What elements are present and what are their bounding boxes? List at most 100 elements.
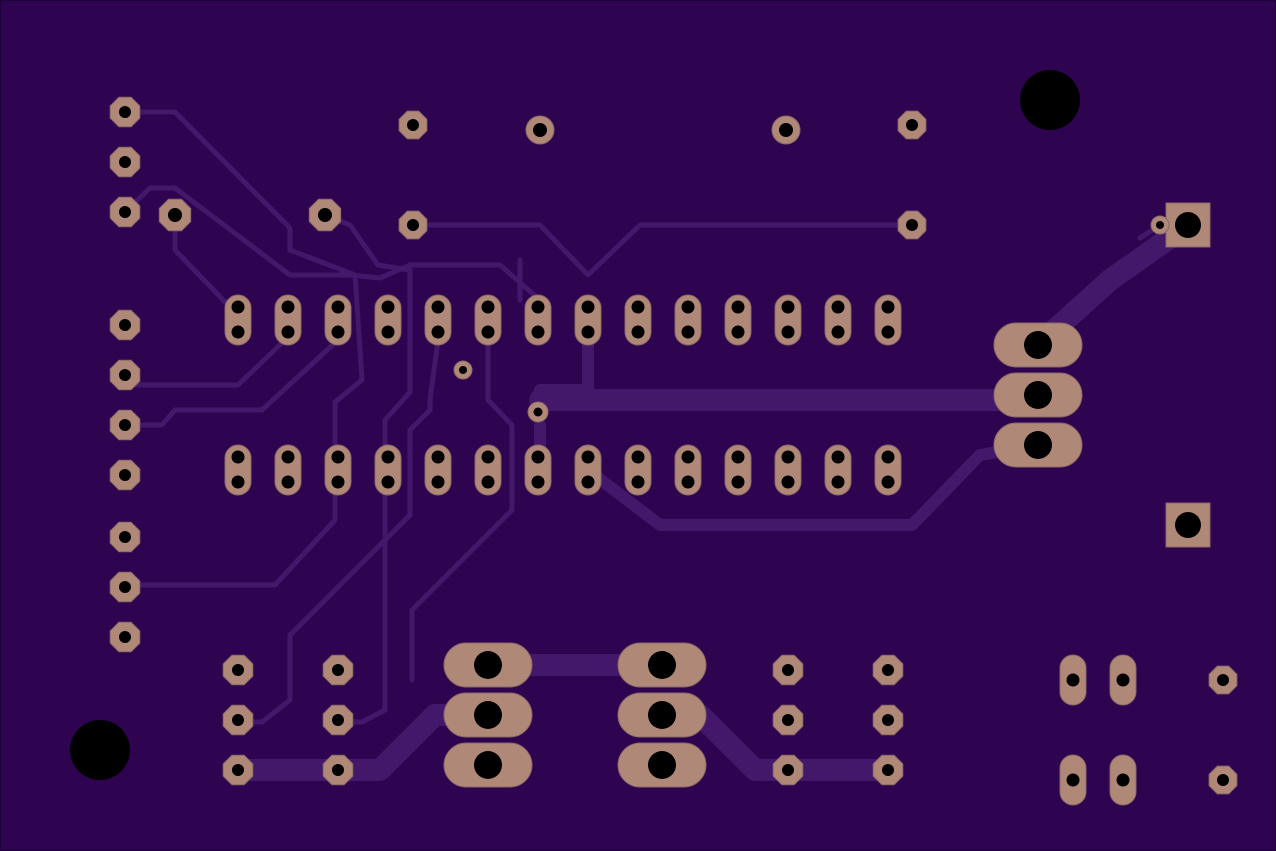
- drill-hole: [1024, 331, 1052, 359]
- drill-hole: [631, 325, 645, 339]
- drill-hole: [831, 450, 845, 464]
- drill-hole: [906, 219, 918, 231]
- copper-trace: [409, 222, 915, 278]
- drill-hole: [906, 119, 918, 131]
- ic-pin: [574, 444, 602, 496]
- pad-copper: [424, 294, 452, 346]
- pad-copper: [774, 444, 802, 496]
- component-pin: [772, 654, 804, 686]
- terminal-pin: [443, 692, 533, 738]
- drill-hole: [648, 701, 676, 729]
- drill-hole: [431, 475, 445, 489]
- drill-hole: [779, 123, 793, 137]
- drill-hole: [318, 208, 332, 222]
- drill-hole: [631, 475, 645, 489]
- drill-hole: [431, 325, 445, 339]
- ic-pin: [224, 294, 252, 346]
- ic-pin: [424, 294, 452, 346]
- component-pin: [308, 198, 342, 232]
- copper-trace: [122, 109, 365, 588]
- pad-copper: [674, 294, 702, 346]
- drill-hole: [533, 123, 547, 137]
- drill-hole: [474, 701, 502, 729]
- regulator-pin: [993, 422, 1083, 468]
- drill-hole: [731, 300, 745, 314]
- ic-pin: [474, 294, 502, 346]
- drill-hole: [381, 475, 395, 489]
- component-pin: [525, 115, 555, 145]
- terminal-pin: [617, 692, 707, 738]
- ic-pin: [774, 294, 802, 346]
- ic-pin: [674, 444, 702, 496]
- switch-pin: [1109, 754, 1137, 806]
- component-pin: [398, 210, 428, 240]
- drill-hole: [881, 450, 895, 464]
- ic-pin: [624, 444, 652, 496]
- drill-hole: [1175, 212, 1201, 238]
- component-pin: [1208, 765, 1238, 795]
- component-pin: [872, 654, 904, 686]
- via: [453, 360, 473, 380]
- drill-hole: [881, 300, 895, 314]
- drill-hole: [168, 208, 182, 222]
- header-pin: [109, 196, 141, 228]
- drill-hole: [581, 475, 595, 489]
- pad-copper: [274, 444, 302, 496]
- drill-hole: [119, 531, 131, 543]
- drill-hole: [648, 651, 676, 679]
- pad-copper: [324, 294, 352, 346]
- pad-copper: [824, 444, 852, 496]
- component-pin: [897, 210, 927, 240]
- via: [527, 401, 549, 423]
- regulator-pin: [993, 372, 1083, 418]
- copper-trace: [322, 212, 413, 725]
- drill-hole: [782, 764, 794, 776]
- copper-trace: [534, 304, 594, 406]
- drill-hole: [231, 475, 245, 489]
- regulator-pin: [993, 322, 1083, 368]
- copper-trace: [235, 337, 441, 725]
- drill-hole: [631, 300, 645, 314]
- drill-hole: [407, 219, 419, 231]
- pad-copper: [724, 444, 752, 496]
- pad-copper: [374, 444, 402, 496]
- ic-pin: [674, 294, 702, 346]
- drill-hole: [119, 156, 131, 168]
- drill-hole: [631, 450, 645, 464]
- square-pad: [1165, 502, 1211, 548]
- drill-hole: [531, 300, 545, 314]
- drill-hole: [431, 300, 445, 314]
- drill-hole: [681, 475, 695, 489]
- drill-hole: [281, 325, 295, 339]
- pad-copper: [224, 444, 252, 496]
- drill-hole: [1024, 431, 1052, 459]
- component-pin: [158, 198, 192, 232]
- drill-hole: [1175, 512, 1201, 538]
- drill-hole: [331, 450, 345, 464]
- pad-copper: [774, 294, 802, 346]
- terminal-pin: [617, 642, 707, 688]
- component-pin: [222, 654, 254, 686]
- component-pin: [398, 110, 428, 140]
- ic-pin: [374, 294, 402, 346]
- drill-hole: [381, 325, 395, 339]
- drill-hole: [1156, 221, 1164, 229]
- pad-copper: [724, 294, 752, 346]
- component-pin: [897, 110, 927, 140]
- via: [1150, 215, 1170, 235]
- drill-hole: [231, 300, 245, 314]
- drill-hole: [381, 450, 395, 464]
- pad-copper: [624, 294, 652, 346]
- pad-copper: [574, 444, 602, 496]
- ic-pin: [824, 444, 852, 496]
- drill-hole: [1066, 773, 1080, 787]
- mounting-hole: [1020, 70, 1080, 130]
- copper-trace: [409, 337, 515, 683]
- ic-pin: [324, 294, 352, 346]
- copper-trace: [122, 337, 288, 388]
- ic-pin: [874, 294, 902, 346]
- drill-hole: [781, 475, 795, 489]
- drill-hole: [119, 206, 131, 218]
- component-pin: [1208, 665, 1238, 695]
